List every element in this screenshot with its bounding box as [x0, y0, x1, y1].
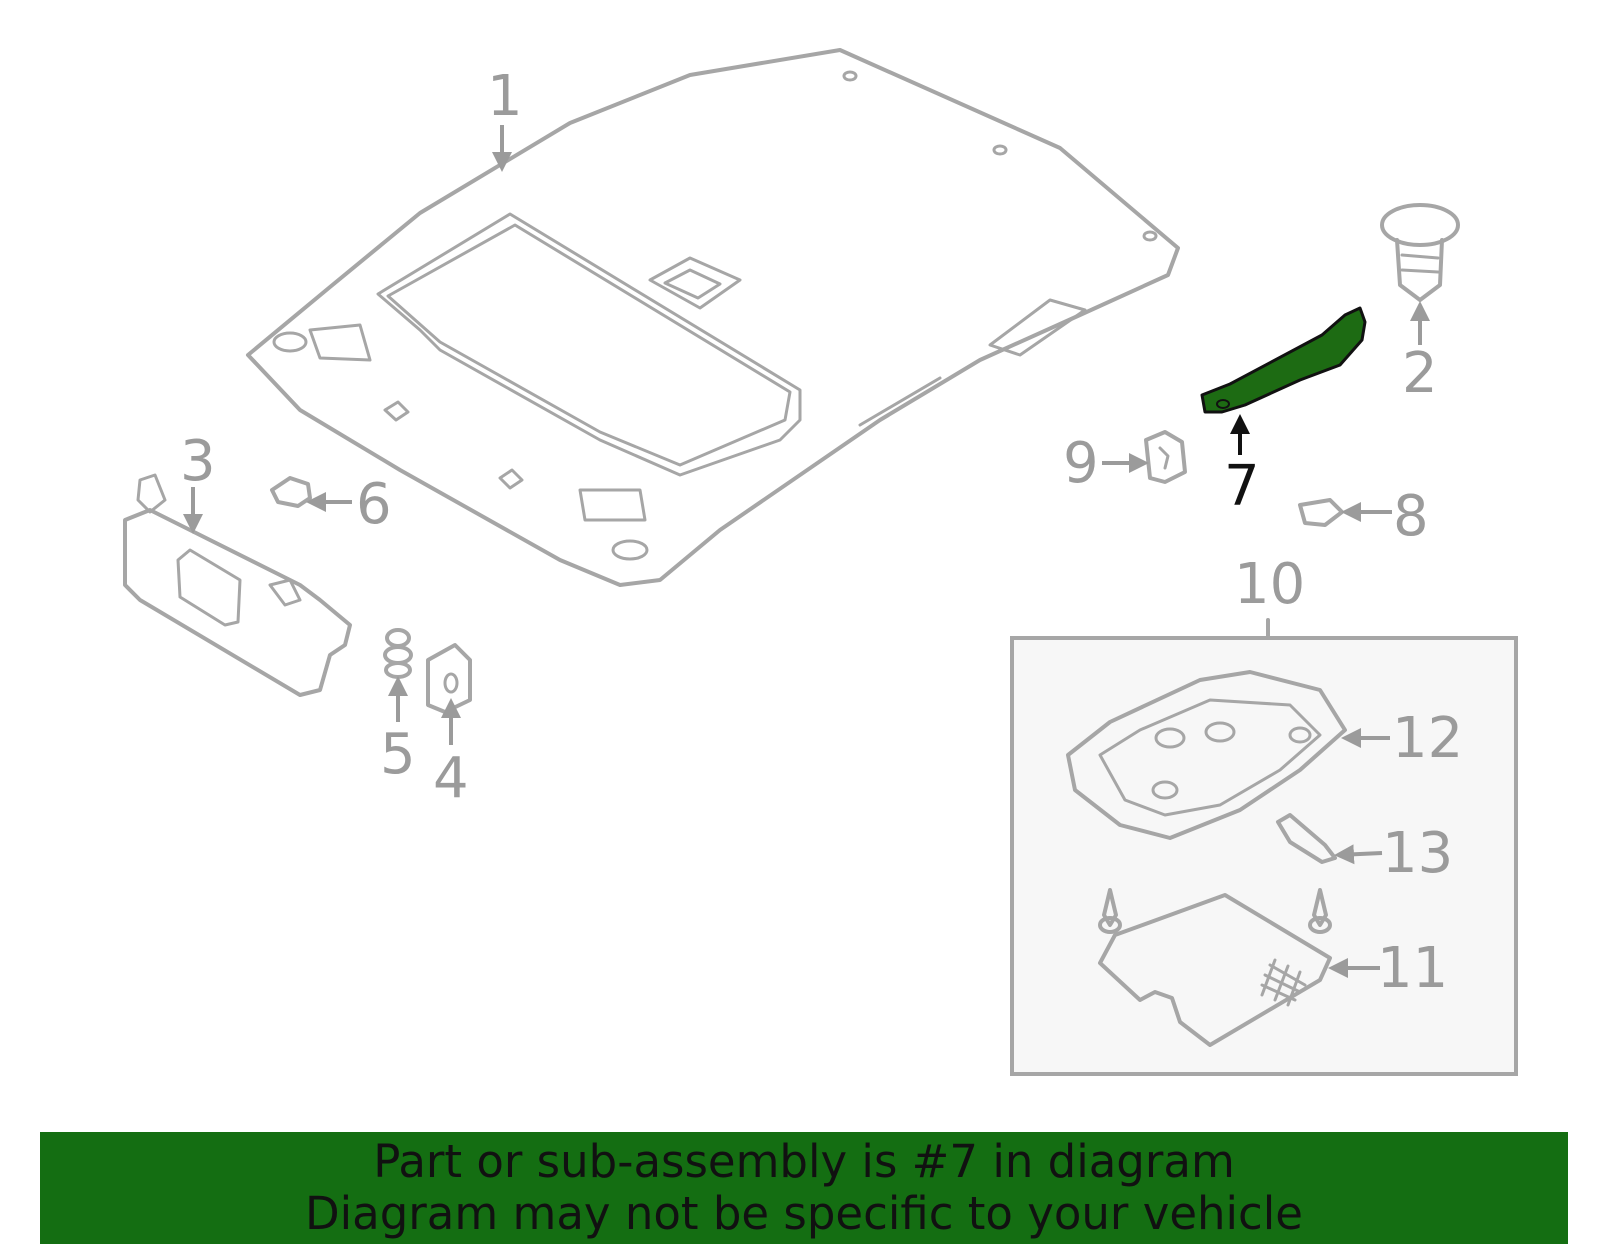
callout-7: 7 — [1224, 454, 1260, 519]
lens-cover-part-11 — [1098, 888, 1332, 1047]
info-banner: Part or sub-assembly is #7 in diagram Di… — [40, 1132, 1568, 1244]
clip-part-4 — [426, 643, 472, 714]
bracket-part-9 — [1144, 430, 1187, 484]
callout-1: 1 — [487, 64, 523, 129]
lamp-assembly-box — [1010, 618, 1518, 1076]
callout-4: 4 — [433, 746, 469, 811]
leader-lines — [183, 125, 1430, 978]
callout-13: 13 — [1382, 821, 1453, 886]
callout-8: 8 — [1393, 484, 1429, 549]
callout-3: 3 — [180, 429, 216, 494]
banner-line-2: Diagram may not be specific to your vehi… — [305, 1187, 1303, 1240]
callout-2: 2 — [1402, 341, 1438, 406]
callout-5: 5 — [380, 722, 416, 787]
headliner-part — [246, 48, 1180, 587]
push-clip-part — [1380, 203, 1460, 302]
callout-12: 12 — [1392, 706, 1463, 771]
banner-line-1: Part or sub-assembly is #7 in diagram — [373, 1135, 1235, 1188]
callout-10: 10 — [1234, 552, 1305, 617]
callout-11: 11 — [1377, 936, 1448, 1001]
sun-visor-part — [123, 473, 352, 697]
callout-6: 6 — [356, 472, 392, 537]
cover-cap-part-8 — [1298, 498, 1344, 527]
retainer-part-6 — [270, 476, 312, 508]
lamp-housing-part-12 — [1066, 670, 1347, 840]
fastener-part-5 — [383, 628, 413, 679]
grab-handle-part-highlighted — [1200, 306, 1367, 414]
callout-9: 9 — [1063, 431, 1099, 496]
